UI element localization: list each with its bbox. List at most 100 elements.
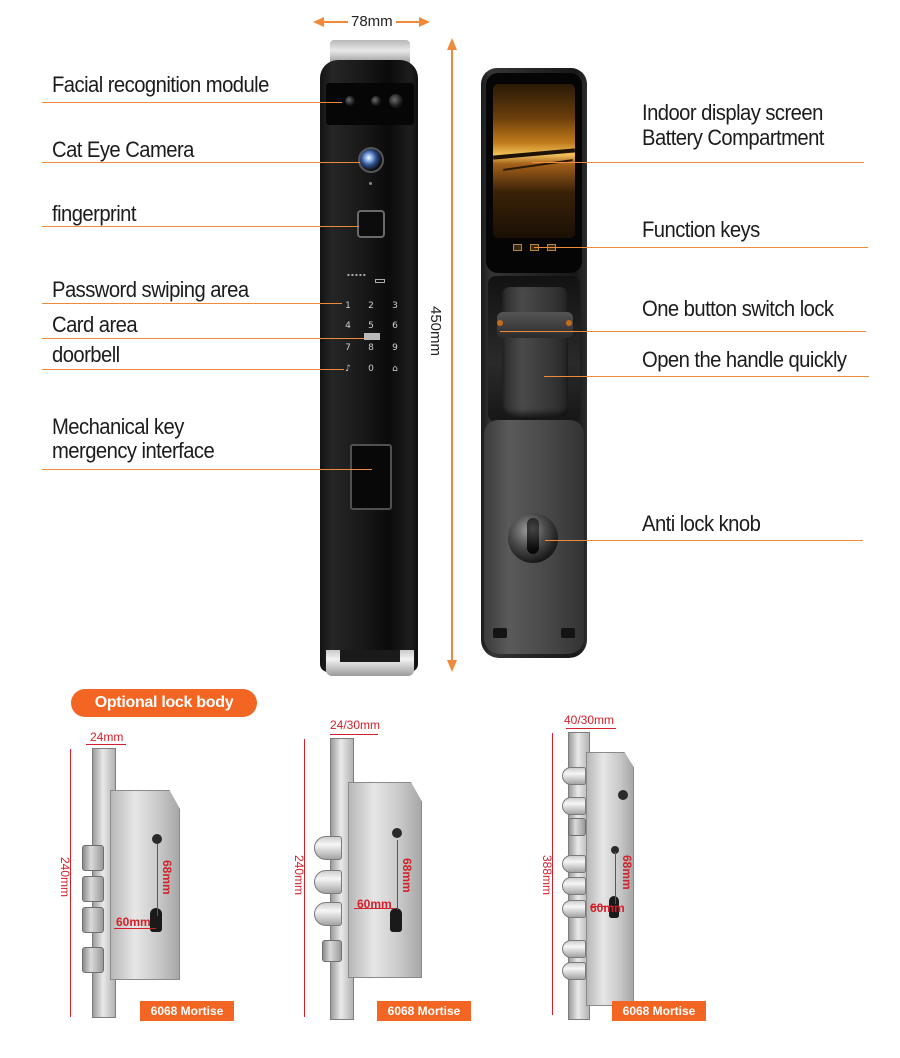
backset-dimension-line <box>114 928 156 929</box>
height-dimension-label: 388mm <box>540 855 554 896</box>
round-deadbolt <box>562 962 586 980</box>
spindle-hole <box>611 846 619 854</box>
label-password-area: Password swiping area <box>52 277 249 302</box>
face-sensor-icon <box>371 96 381 106</box>
back-key-icon[interactable] <box>513 244 522 251</box>
center-dimension-line <box>397 840 398 910</box>
top-dimension-line <box>566 728 616 729</box>
leader-line <box>42 369 344 370</box>
latch-bolt <box>82 947 104 973</box>
fingerprint-sensor-icon <box>357 210 385 238</box>
battery-icon <box>375 279 385 283</box>
label-mechanical-key-2: mergency interface <box>52 438 215 463</box>
face-sensor-icon <box>345 96 355 106</box>
leader-line <box>42 303 342 304</box>
label-card-area: Card area <box>52 312 138 337</box>
label-battery-compartment: Battery Compartment <box>642 125 824 150</box>
center-dimension-label: 68mm <box>620 855 634 890</box>
leader-line <box>545 540 863 541</box>
label-cat-eye-camera: Cat Eye Camera <box>52 137 194 162</box>
mechanical-key-cover <box>350 444 392 510</box>
leader-line <box>500 331 866 332</box>
round-deadbolt <box>562 940 586 958</box>
backset-dimension-label: 60mm <box>357 897 392 911</box>
center-dimension-label: 68mm <box>160 860 174 895</box>
keypad-key[interactable]: 0 <box>368 364 374 374</box>
backset-dimension-line <box>354 908 396 909</box>
keypad-key[interactable]: 5 <box>368 321 374 331</box>
keypad-key[interactable]: 8 <box>368 343 374 353</box>
width-dimension: 78mm <box>348 13 396 30</box>
mortise-case <box>110 790 180 980</box>
latch-bolt <box>568 818 586 836</box>
round-deadbolt <box>562 877 586 895</box>
indoor-display-screen <box>493 84 575 238</box>
card-area-marker <box>364 333 380 340</box>
backset-dimension-line <box>590 906 614 907</box>
status-text: ▪ ▪ ▪ ▪ ▪ <box>347 272 366 277</box>
keypad-key[interactable]: 2 <box>368 301 374 311</box>
screw-cover <box>561 628 575 638</box>
label-one-button-switch: One button switch lock <box>642 296 834 321</box>
leader-line <box>42 338 364 339</box>
leader-line <box>42 226 359 227</box>
leader-line <box>42 162 360 163</box>
height-dimension-label: 240mm <box>58 857 72 898</box>
height-dimension: 450mm <box>427 303 444 360</box>
spindle-hole <box>152 834 162 844</box>
leader-line <box>534 247 868 248</box>
round-deadbolt <box>562 767 586 785</box>
keypad-key[interactable]: 3 <box>392 301 398 311</box>
door-handle[interactable] <box>502 287 568 417</box>
optional-lock-body-badge: Optional lock body <box>71 689 257 717</box>
mortise-model-tag: 6068 Mortise <box>612 1001 706 1021</box>
round-deadbolt <box>314 902 342 926</box>
label-mechanical-key-1: Mechanical key <box>52 414 184 439</box>
deadbolt <box>82 907 104 933</box>
label-anti-lock-knob: Anti lock knob <box>642 511 761 536</box>
screw-hole <box>618 790 628 800</box>
keypad-key[interactable]: 7 <box>345 343 351 353</box>
indicator-dot <box>497 320 503 326</box>
leader-line <box>532 162 864 163</box>
height-dimension-label: 240mm <box>292 855 306 896</box>
cylinder-hole <box>390 908 402 932</box>
top-dimension-line <box>86 744 126 745</box>
label-doorbell: doorbell <box>52 342 120 367</box>
mortise-case <box>348 782 422 978</box>
indicator-dot <box>566 320 572 326</box>
keypad-key[interactable]: 4 <box>345 321 351 331</box>
switch-lock-button[interactable] <box>497 312 573 338</box>
label-open-handle: Open the handle quickly <box>642 347 847 372</box>
label-function-keys: Function keys <box>642 217 760 242</box>
keypad-key[interactable]: 9 <box>392 343 398 353</box>
deadbolt <box>82 845 104 871</box>
keypad-key[interactable]: 6 <box>392 321 398 331</box>
height-dimension-line <box>304 739 305 1017</box>
backset-dimension-label: 60mm <box>590 901 625 915</box>
face-camera-icon <box>389 94 403 108</box>
height-dimension-line <box>70 749 71 1017</box>
top-dimension-label: 40/30mm <box>564 713 615 727</box>
bridge-image-element <box>503 159 573 171</box>
round-deadbolt <box>562 797 586 815</box>
cylinder-hole <box>150 908 162 932</box>
height-dimension-line <box>552 733 553 1015</box>
center-dimension-line <box>615 852 616 904</box>
label-facial-recognition: Facial recognition module <box>52 72 269 97</box>
doorbell-icon[interactable]: ♪ <box>345 364 351 374</box>
indicator-dot <box>369 182 372 185</box>
leader-line <box>42 102 342 103</box>
leader-line <box>42 469 372 470</box>
latch-bolt <box>322 940 342 962</box>
keypad-key[interactable]: 1 <box>345 301 351 311</box>
backset-dimension-label: 60mm <box>116 915 151 929</box>
center-dimension-line <box>157 844 158 916</box>
cat-eye-camera-icon <box>358 147 384 173</box>
leader-line <box>544 376 869 377</box>
mortise-model-tag: 6068 Mortise <box>377 1001 471 1021</box>
round-deadbolt <box>562 855 586 873</box>
top-dimension-line <box>330 734 378 735</box>
lock-icon[interactable]: ⌂ <box>392 364 398 374</box>
top-dimension-label: 24/30mm <box>330 718 381 732</box>
